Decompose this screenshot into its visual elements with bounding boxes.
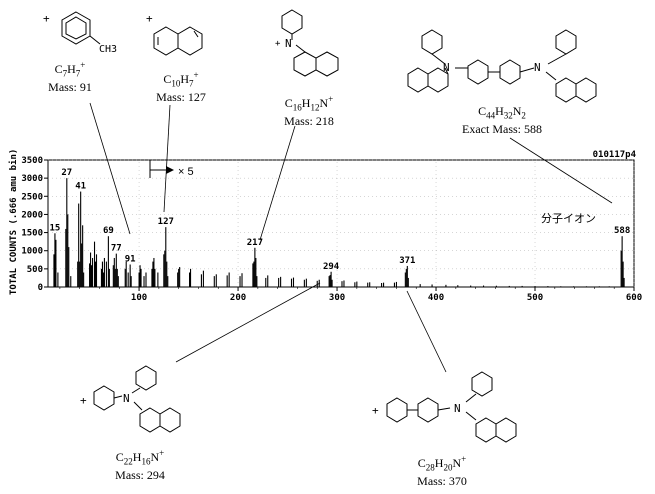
y-tick-label: 500 [27,265,43,275]
peak-label-294: 294 [323,262,340,272]
x-tick-label: 100 [131,293,147,303]
peak-label-15: 15 [50,223,61,233]
structure-drawings [61,9,597,443]
mass-c10h7: Mass: 127 [156,90,206,105]
peak-label-91: 91 [125,255,136,265]
x-tick-label: 400 [428,293,444,303]
y-tick-label: 2000 [21,210,43,220]
formula-c10h7: C10H7+ [163,70,199,89]
mass-c44h32n2: Exact Mass: 588 [462,122,542,137]
npb-n-left: N [443,61,450,74]
naphthylphenylamine-cation-structure [281,9,339,77]
zoom-marker: × 5 [149,160,194,178]
caption-c10h7: C10H7+ Mass: 127 [146,68,216,104]
formula-c7h7: C7H7+ [54,60,86,79]
y-tick-label: 1000 [21,247,43,257]
y-axis-title: TOTAL COUNTS (.666 amu bin) [8,149,19,295]
y-tick-label: 3500 [21,156,43,166]
structure-atoms: + CH3 + + N N N + N + N [43,12,541,417]
plot-grid [48,159,635,287]
y-tick-label: 0 [38,283,43,293]
c22h16n-structure [93,365,181,433]
leader-line-588 [509,137,613,204]
x-tick-label: 300 [329,293,345,303]
y-tick-label: 2500 [21,192,43,202]
naphthyl-plus: + [146,12,153,25]
peak-label-371: 371 [399,256,415,266]
peak-label-217: 217 [247,238,263,248]
molecular-ion-label: 分子イオン [541,212,596,225]
mass-c16h12n: Mass: 218 [284,114,334,129]
peak-label-41: 41 [75,182,86,192]
x-axis: 100 200 300 400 500 600 [59,287,642,303]
formula-c44h32n2: C44H32N2 [478,104,526,121]
caption-c28h20n: C28H20N+ Mass: 370 [402,452,482,488]
mass-c7h7: Mass: 91 [48,80,92,95]
mass-c28h20n: Mass: 370 [417,474,467,489]
caption-c22h16n: C22H16N+ Mass: 294 [100,446,180,482]
c22-n: N [123,392,130,405]
c28h20n-structure [386,371,517,443]
formula-c28h20n: C28H20N+ [417,454,467,473]
x-tick-label: 600 [626,293,642,303]
y-axis: 0 500 1000 1500 2000 2500 3000 3500 [21,156,48,293]
naphthalene-structure [153,26,203,56]
spectrum-peaks [53,178,625,287]
npb-structure [407,29,597,103]
x-tick-label: 500 [527,293,543,303]
peak-label-27: 27 [61,168,72,178]
c22-plus: + [80,394,87,407]
zoom-marker-label: × 5 [178,166,194,178]
toluene-ch3: CH3 [99,44,117,55]
toluene-structure [61,11,101,45]
leader-line-294 [175,282,321,363]
npb-n-right: N [534,61,541,74]
caption-c16h12n: C16H12N+ Mass: 218 [270,92,348,128]
leader-line-127 [163,104,171,213]
caption-c7h7: C7H7+ Mass: 91 [40,58,100,94]
x-tick-label: 200 [230,293,246,303]
y-tick-label: 3000 [21,174,43,184]
leader-line-218 [259,125,296,241]
run-id: 010117p4 [593,150,637,160]
amine-plus: + [275,39,281,49]
leader-line-370 [406,290,447,373]
mass-c22h16n: Mass: 294 [115,468,165,483]
plot-frame [47,159,635,288]
leader-line-91 [89,102,131,235]
peak-label-588: 588 [614,226,630,236]
peak-label-77: 77 [111,244,122,254]
formula-c16h12n: C16H12N+ [284,94,334,113]
y-tick-label: 1500 [21,229,43,239]
c28-n: N [454,402,461,415]
toluene-plus: + [43,12,50,25]
peak-label-69: 69 [103,226,114,236]
amine-n: N [285,37,292,50]
leader-lines [89,102,613,373]
formula-c22h16n: C22H16N+ [115,448,165,467]
caption-c44h32n2: C44H32N2 Exact Mass: 588 [452,104,552,136]
peak-label-127: 127 [158,217,174,227]
c28-plus: + [372,404,379,417]
